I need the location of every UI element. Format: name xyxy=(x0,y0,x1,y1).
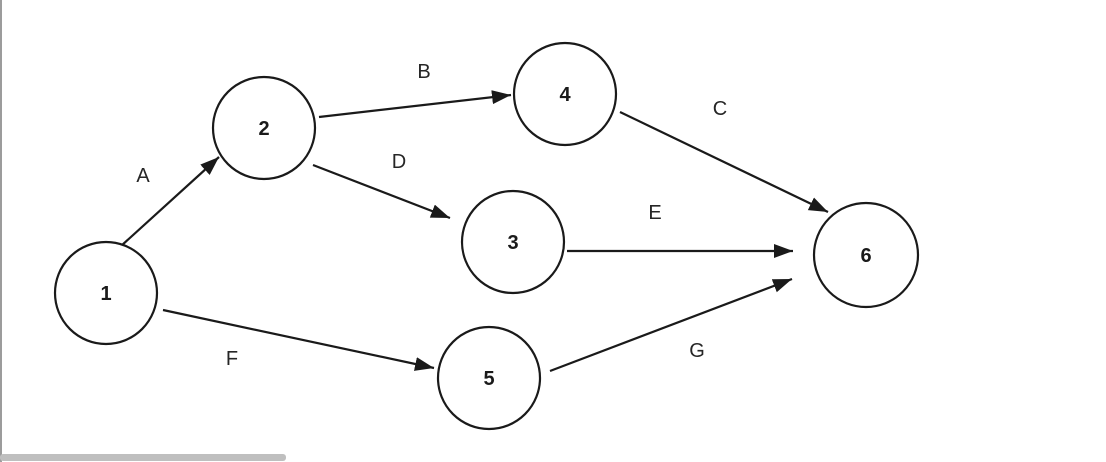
edge-A-label: A xyxy=(136,165,150,187)
edge-G-label: G xyxy=(689,340,705,362)
edge-D: D xyxy=(312,151,451,220)
edge-B-line xyxy=(318,90,512,119)
edge-E-label: E xyxy=(648,202,661,224)
edge-A: A xyxy=(120,156,220,247)
edge-B-label: B xyxy=(417,61,430,83)
node-2: 2 xyxy=(211,75,317,181)
node-6-circle xyxy=(812,201,920,309)
edge-A-line xyxy=(120,156,220,247)
edge-D-label: D xyxy=(392,151,406,173)
edge-B: B xyxy=(318,61,512,119)
node-5-label: 5 xyxy=(483,368,494,390)
edge-E: E xyxy=(567,202,793,258)
edge-C-line xyxy=(619,111,829,213)
edge-D-line xyxy=(312,163,451,220)
node-2-label: 2 xyxy=(258,118,269,140)
node-3-circle xyxy=(460,189,566,295)
edge-F-line xyxy=(162,308,435,371)
edge-F: F xyxy=(162,308,435,371)
node-4-label: 4 xyxy=(559,84,571,106)
edge-G: G xyxy=(549,277,793,373)
node-3: 3 xyxy=(460,189,566,295)
node-4: 4 xyxy=(512,41,618,147)
horizontal-scrollbar-thumb[interactable] xyxy=(0,454,286,461)
node-1-circle xyxy=(53,240,159,346)
node-1: 1 xyxy=(53,240,159,346)
page-left-edge xyxy=(0,0,2,462)
node-5: 5 xyxy=(436,325,542,431)
edge-G-line xyxy=(549,277,793,373)
node-6: 6 xyxy=(812,201,920,309)
node-1-label: 1 xyxy=(100,283,111,305)
edge-F-label: F xyxy=(226,348,238,370)
edge-C-label: C xyxy=(713,98,727,120)
edge-C: C xyxy=(619,98,829,213)
node-5-circle xyxy=(436,325,542,431)
node-6-label: 6 xyxy=(860,245,871,267)
node-3-label: 3 xyxy=(507,232,518,254)
node-4-circle xyxy=(512,41,618,147)
node-2-circle xyxy=(211,75,317,181)
